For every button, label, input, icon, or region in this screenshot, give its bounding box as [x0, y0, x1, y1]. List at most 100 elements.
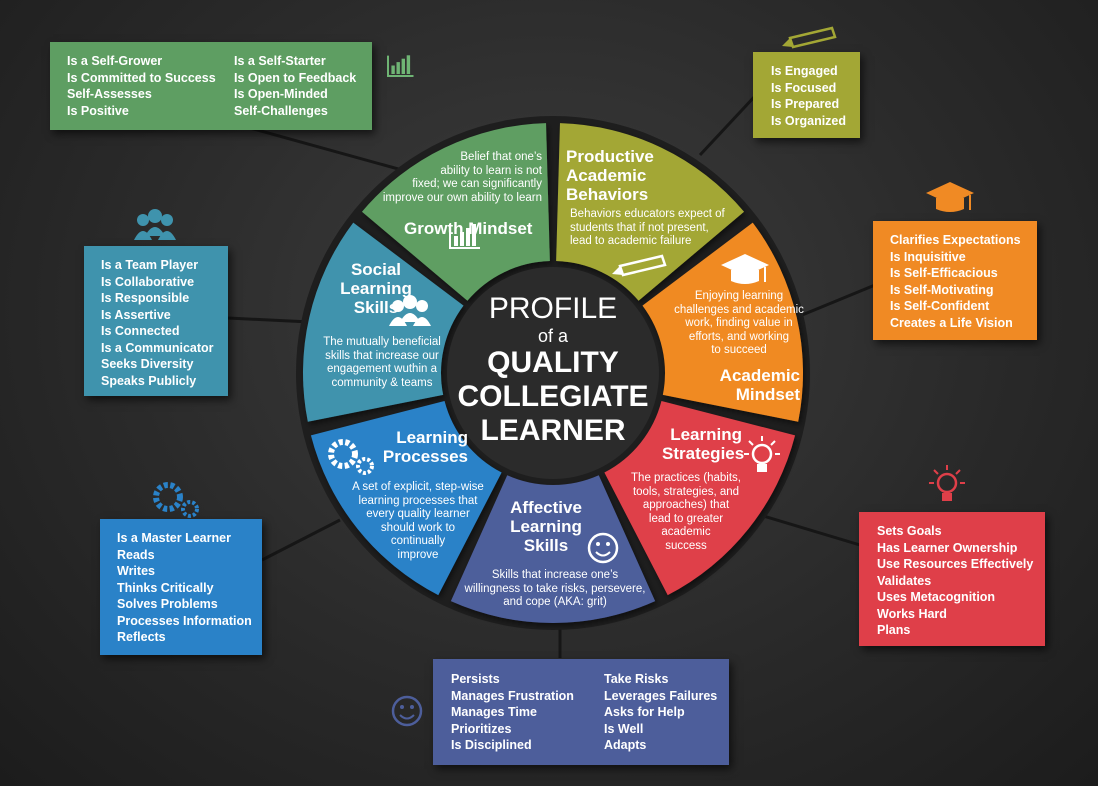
- trait-item: Persists: [451, 672, 500, 686]
- trait-item: Is Open-Minded: [234, 87, 328, 101]
- growth-desc-line: improve our own ability to learn: [382, 191, 542, 204]
- connector-strategies: [759, 513, 861, 547]
- title-learner: LEARNER: [480, 414, 626, 447]
- strategies-traits-box: Sets Goals Has Learner Ownership Use Res…: [859, 512, 1045, 646]
- productive-traits-box: Is Engaged Is Focused Is Prepared Is Org…: [753, 52, 860, 138]
- segment-affective: [450, 475, 656, 624]
- affective-title-line: Skills: [523, 536, 569, 555]
- title-profile: PROFILE: [488, 292, 618, 325]
- academic-description: Enjoying learning challenges and academi…: [664, 290, 814, 358]
- title-quality: QUALITY: [487, 346, 619, 379]
- processes-desc-line: improve: [397, 548, 439, 561]
- segment-social: [302, 222, 464, 422]
- trait-item: Reads: [117, 547, 155, 562]
- trait-item: Plans: [877, 623, 911, 637]
- bar-chart-icon: [387, 55, 414, 77]
- growth-desc-line: Belief that one’s: [460, 151, 542, 163]
- trait-item: Is Self-Motivating: [890, 282, 994, 297]
- social-desc-line: The mutually beneficial: [323, 336, 441, 348]
- wheel-hub: [447, 267, 659, 479]
- strategies-description: The practices (habits, tools, strategies…: [616, 472, 756, 553]
- growth-traits-box: Is a Self-Grower Is Committed to Success…: [50, 42, 372, 130]
- trait-item: Is Self-Efficacious: [890, 266, 998, 280]
- trait-item: Clarifies Expectations: [890, 233, 1021, 247]
- segment-growth: [361, 123, 550, 301]
- academic-desc-line: Enjoying learning: [694, 290, 784, 302]
- bar-chart-icon: [449, 224, 480, 249]
- growth-desc-line: ability to learn is not: [440, 164, 542, 177]
- pencil-icon: [782, 26, 837, 49]
- trait-item: Creates a Life Vision: [890, 315, 1013, 330]
- trait-item: Is Inquisitive: [890, 249, 966, 264]
- center-title: PROFILE of a QUALITY COLLEGIATE LEARNER: [455, 292, 651, 448]
- affective-desc-line: willingness to take risks, persevere,: [464, 582, 646, 595]
- processes-desc-line: every quality learner: [366, 508, 470, 520]
- strategies-title-line: Learning: [670, 425, 742, 444]
- trait-item: Manages Time: [451, 705, 537, 719]
- productive-title-line: Academic: [566, 166, 647, 185]
- smiley-icon: [587, 532, 619, 564]
- processes-traits-box: Is a Master Learner Reads Writes Thinks …: [100, 519, 262, 655]
- affective-description: Skills that increase one’s willingness t…: [460, 569, 650, 610]
- affective-desc-line: and cope (AKA: grit): [503, 596, 607, 608]
- growth-desc-line: fixed; we can significantly: [412, 178, 542, 190]
- trait-item: Writes: [117, 564, 155, 578]
- productive-title: Productive Academic Behaviors: [566, 147, 654, 204]
- productive-desc-line: students that if not present,: [570, 221, 709, 234]
- trait-item: Is Prepared: [771, 97, 840, 111]
- title-collegiate: COLLEGIATE: [457, 380, 649, 413]
- trait-item: Is Engaged: [771, 64, 838, 78]
- trait-item: Validates: [877, 573, 932, 588]
- trait-item: Take Risks: [604, 672, 669, 686]
- processes-title: Learning Processes: [368, 428, 468, 466]
- people-icon: [389, 295, 431, 326]
- strategies-desc-line: success: [665, 539, 707, 552]
- affective-title-line: Learning: [510, 517, 582, 536]
- academic-desc-line: work, finding value in: [685, 317, 793, 329]
- affective-title-line: Affective: [510, 498, 582, 517]
- growth-title: Growth Mindset: [404, 219, 533, 238]
- social-desc-line: community & teams: [331, 376, 433, 389]
- graduation-cap-icon: [926, 182, 974, 212]
- productive-desc-line: lead to academic failure: [570, 235, 692, 247]
- trait-item: Speaks Publicly: [101, 373, 197, 388]
- trait-item: Is Collaborative: [101, 274, 195, 289]
- productive-desc-line: Behaviors educators expect of: [570, 208, 725, 220]
- academic-desc-line: efforts, and working: [688, 330, 790, 343]
- trait-item: Sets Goals: [877, 524, 942, 538]
- growth-description: Belief that one’s ability to learn is no…: [372, 151, 542, 205]
- trait-item: Self-Challenges: [234, 103, 328, 118]
- trait-item: Self-Assesses: [67, 87, 152, 101]
- strategies-desc-line: The practices (habits,: [631, 472, 741, 484]
- trait-item: Adapts: [604, 738, 647, 752]
- trait-item: Works Hard: [877, 606, 947, 621]
- affective-title: Affective Learning Skills: [496, 498, 596, 555]
- academic-traits-box: Clarifies Expectations Is Inquisitive Is…: [873, 221, 1037, 340]
- trait-item: Is Committed to Success: [67, 70, 216, 85]
- academic-desc-line: challenges and academic: [674, 303, 804, 316]
- trait-item: Is a Team Player: [101, 258, 199, 272]
- processes-desc-line: learning processes that: [358, 494, 478, 507]
- trait-item: Is Well: [604, 721, 644, 736]
- trait-item: Is a Self-Starter: [234, 54, 326, 68]
- lightbulb-icon: [744, 436, 780, 472]
- social-description: The mutually beneficial skills that incr…: [312, 336, 452, 390]
- social-desc-line: skills that increase our: [325, 349, 439, 362]
- trait-item: Processes Information: [117, 613, 252, 628]
- strategies-desc-line: academic: [661, 526, 711, 538]
- academic-title: Academic Mindset: [700, 366, 800, 404]
- processes-desc-line: A set of explicit, step-wise: [352, 481, 484, 493]
- gears-icon: [328, 439, 374, 475]
- academic-desc-line: to succeed: [711, 344, 767, 356]
- segment-productive: [556, 123, 745, 301]
- processes-description: A set of explicit, step-wise learning pr…: [338, 481, 498, 562]
- trait-item: Is a Communicator: [101, 340, 214, 355]
- segment-processes: [310, 400, 502, 596]
- trait-item: Solves Problems: [117, 597, 218, 611]
- trait-item: Uses Metacognition: [877, 590, 996, 604]
- academic-title-line: Mindset: [735, 385, 800, 404]
- processes-desc-line: continually: [390, 535, 446, 547]
- trait-item: Leverages Failures: [604, 688, 718, 703]
- trait-item: Is Open to Feedback: [234, 70, 357, 85]
